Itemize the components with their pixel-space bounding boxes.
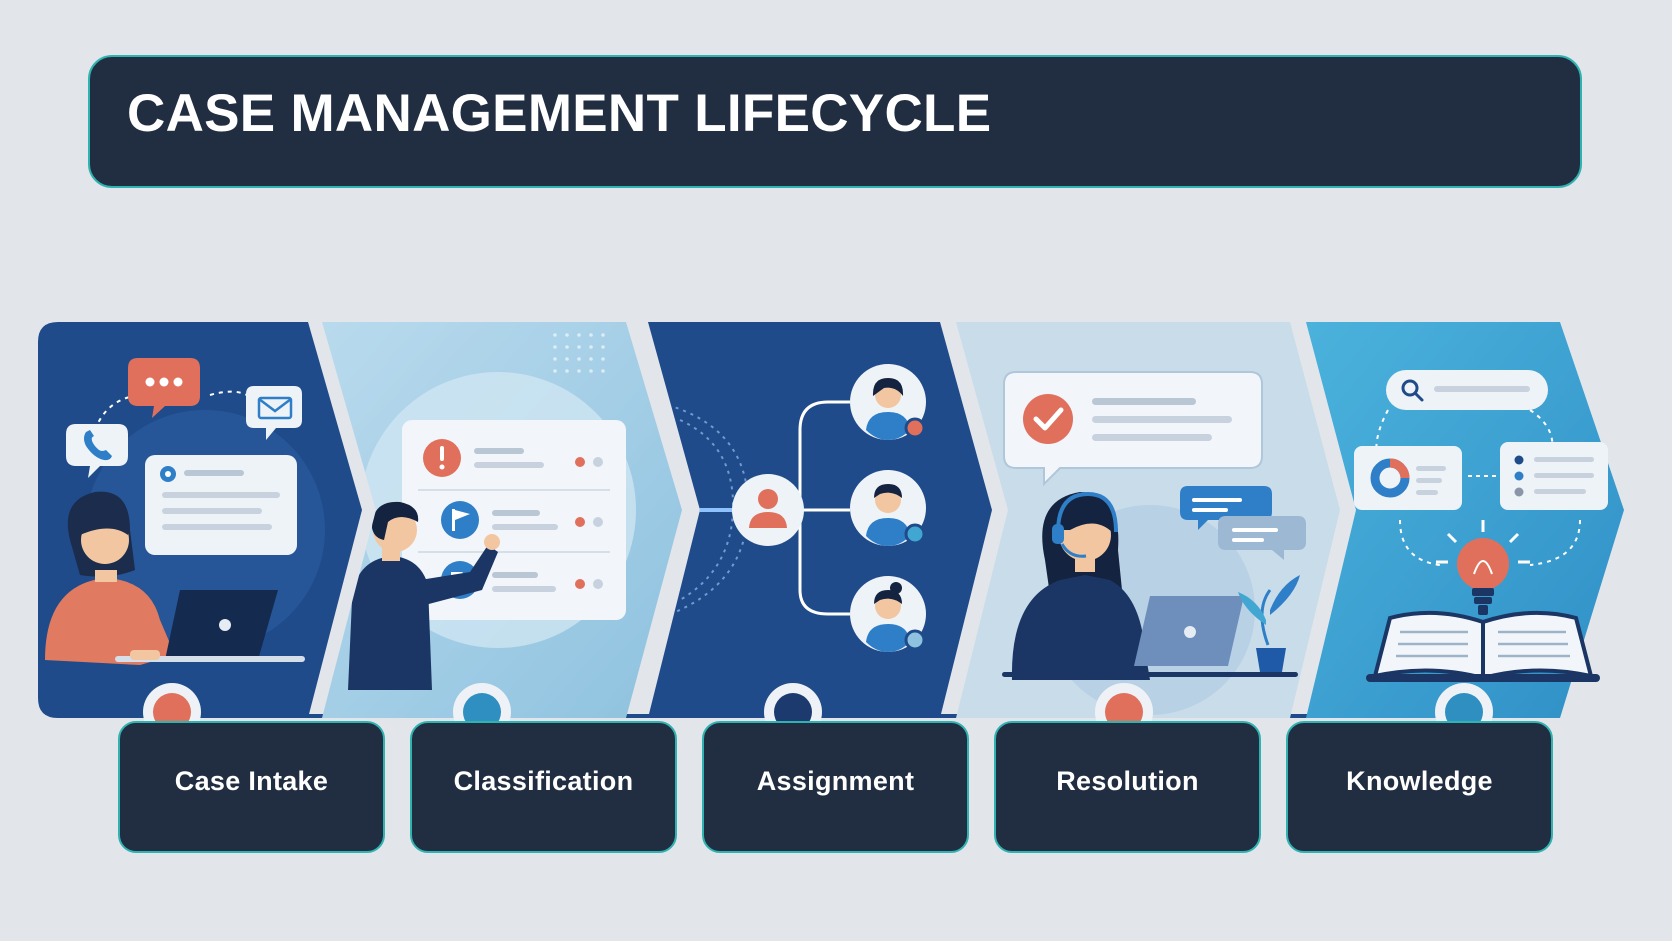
step-label: Assignment <box>756 765 915 796</box>
step-knowledge: Knowledge <box>1286 721 1553 853</box>
title-banner: CASE MANAGEMENT LIFECYCLE <box>88 55 1582 188</box>
headset-icon <box>1052 491 1118 558</box>
open-book-icon <box>1366 610 1600 682</box>
panel-classification <box>322 322 682 718</box>
panel-resolution <box>956 322 1340 718</box>
agent-avatar-icon <box>850 470 926 546</box>
phone-icon <box>66 424 128 478</box>
step-assignment: Assignment <box>702 721 969 853</box>
agent-avatar-icon <box>850 364 926 440</box>
search-icon <box>1401 379 1424 402</box>
agent-avatar-icon <box>850 576 926 652</box>
panel-knowledge <box>1306 322 1624 718</box>
step-resolution: Resolution <box>994 721 1261 853</box>
step-case-intake: Case Intake <box>118 721 385 853</box>
step-label: Resolution <box>1056 765 1199 796</box>
pie-chart-icon <box>1370 458 1410 498</box>
panel-case-intake <box>38 322 362 718</box>
chat-bubble-icon <box>128 358 200 418</box>
step-label: Case Intake <box>174 765 329 796</box>
checkmark-icon <box>1023 394 1073 444</box>
panel-assignment <box>648 322 992 718</box>
lightbulb-icon <box>1436 520 1530 615</box>
page-title: CASE MANAGEMENT LIFECYCLE <box>127 84 992 143</box>
plant-icon <box>1238 575 1300 672</box>
envelope-icon <box>246 386 302 440</box>
step-label: Knowledge <box>1346 765 1493 796</box>
alert-icon <box>423 439 461 477</box>
step-classification: Classification <box>410 721 677 853</box>
user-icon <box>732 474 804 546</box>
step-label: Classification <box>453 765 634 796</box>
flag-icon <box>441 501 479 539</box>
